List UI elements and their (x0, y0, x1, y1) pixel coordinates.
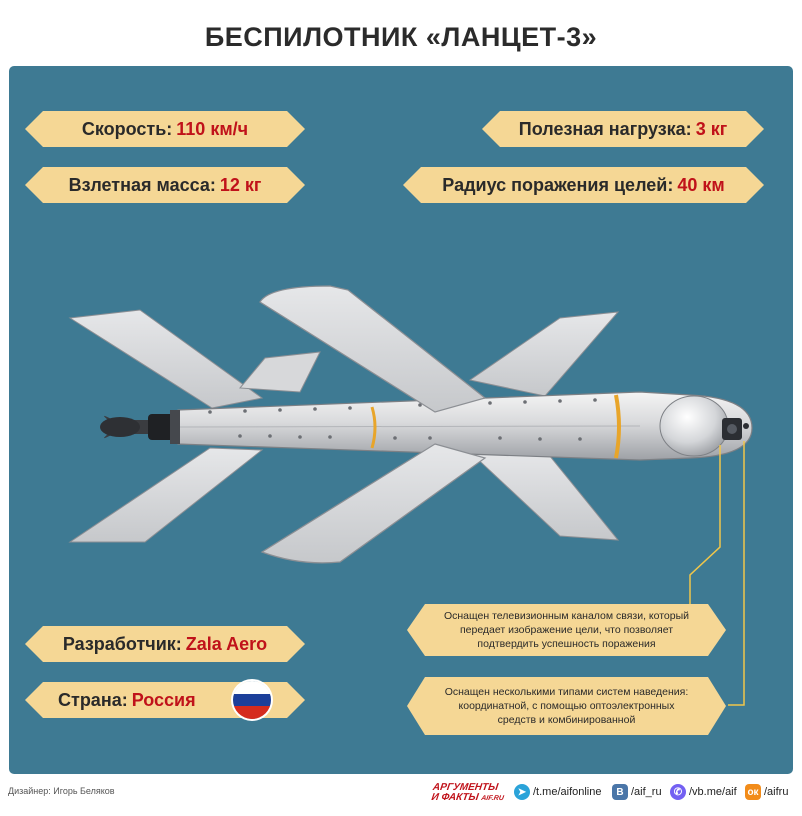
rear-upper-wing (68, 309, 264, 409)
telegram-icon: ➤ (514, 784, 530, 800)
vk-icon: В (612, 784, 628, 800)
country-label: Страна: (58, 689, 128, 710)
developer-label: Разработчик: (62, 633, 182, 654)
front-upper-right-wing (468, 311, 620, 397)
designer-credit: Дизайнер: Игорь Беляков (8, 786, 115, 796)
developer-value: Zala Aero (185, 633, 268, 654)
viber-label: /vb.me/aif (689, 786, 737, 798)
developer-tag: Разработчик: Zala Aero (25, 626, 305, 662)
drone-propeller (100, 410, 180, 444)
viber-link[interactable]: ✆ /vb.me/aif (670, 781, 737, 803)
front-lower-right-wing (468, 449, 620, 541)
telegram-label: /t.me/aifonline (533, 786, 602, 798)
payload-tag: Полезная нагрузка: 3 кг (482, 111, 764, 147)
strike-radius-label: Радиус поражения целей: (442, 174, 674, 195)
speed-tag: Скорость: 110 км/ч (25, 111, 305, 147)
payload-value: 3 кг (695, 118, 728, 139)
front-upper-wing (259, 285, 487, 413)
logo-line2: И ФАКТЫ (430, 792, 480, 803)
takeoff-mass-tag: Взлетная масса: 12 кг (25, 167, 305, 203)
logo-site: AIF.RU (480, 795, 505, 802)
vk-label: /aif_ru (631, 786, 662, 798)
country-value: Россия (131, 689, 196, 710)
tv-channel-note: Оснащен телевизионным каналом связи, кот… (407, 604, 726, 656)
rear-lower-wing (68, 447, 264, 543)
takeoff-mass-value: 12 кг (219, 174, 262, 195)
aif-logo[interactable]: АРГУМЕНТЫ И ФАКТЫ AIF.RU (430, 782, 511, 805)
payload-label: Полезная нагрузка: (518, 118, 692, 139)
front-lower-wing (260, 443, 487, 564)
guidance-note: Оснащен несколькими типами систем наведе… (407, 677, 726, 735)
takeoff-mass-label: Взлетная масса: (68, 174, 216, 195)
russia-flag-icon (233, 681, 271, 719)
vk-link[interactable]: В /aif_ru (612, 781, 662, 803)
speed-value: 110 км/ч (176, 118, 249, 139)
leader-lines (689, 441, 745, 706)
ok-link[interactable]: ок /aifru (745, 781, 788, 803)
strike-radius-value: 40 км (677, 174, 725, 195)
ok-label: /aifru (764, 786, 789, 798)
telegram-link[interactable]: ➤ /t.me/aifonline (514, 781, 601, 803)
strike-radius-tag: Радиус поражения целей: 40 км (403, 167, 764, 203)
small-fin-upper (238, 351, 321, 393)
drone-fuselage (177, 391, 753, 461)
page-title: БЕСПИЛОТНИК «ЛАНЦЕТ-3» (204, 22, 598, 52)
odnoklassniki-icon: ок (745, 784, 761, 800)
speed-label: Скорость: (81, 118, 173, 139)
viber-icon: ✆ (670, 784, 686, 800)
